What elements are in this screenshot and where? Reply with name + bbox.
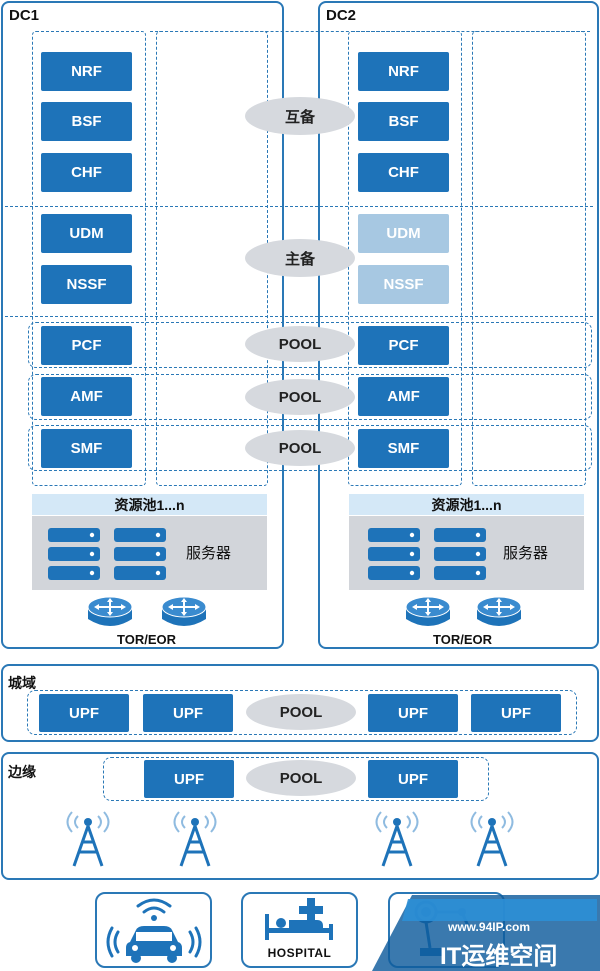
dc2-nrf: NRF — [358, 52, 449, 91]
dc2-nssf-standby: NSSF — [358, 265, 449, 304]
dc2-pcf: PCF — [358, 326, 449, 365]
antenna-icon-1 — [66, 811, 110, 867]
dc2-smf: SMF — [358, 429, 449, 468]
city-upf-2: UPF — [143, 694, 233, 732]
dc1-server-label: 服务器 — [186, 545, 232, 562]
mode-pcf-pool: POOL — [245, 326, 355, 362]
city-pool: POOL — [246, 694, 356, 730]
pcf-pool-band — [28, 322, 592, 368]
dc2-udm-standby: UDM — [358, 214, 449, 253]
edge-pool-band — [103, 757, 489, 801]
edge-title: 边缘 — [8, 764, 36, 780]
dc1-resource-pool: 资源池1...n — [32, 494, 267, 515]
dc2-server-label: 服务器 — [503, 545, 549, 562]
city-upf-1: UPF — [39, 694, 129, 732]
edge-upf-2: UPF — [368, 760, 458, 798]
hospital-bed-icon — [265, 898, 333, 940]
group-separator-2 — [5, 316, 593, 317]
dc1-vnf-column — [32, 31, 146, 486]
dc2-chf: CHF — [358, 153, 449, 192]
edge-pool: POOL — [246, 760, 356, 796]
city-upf-4: UPF — [471, 694, 561, 732]
dc2-router-icon — [405, 596, 451, 626]
dc1-router-label: TOR/EOR — [117, 632, 176, 647]
dc1-pcf: PCF — [41, 326, 132, 365]
hospital-label: HOSPITAL — [267, 946, 332, 960]
dc2-title: DC2 — [326, 7, 357, 24]
dc2-server-icon — [368, 528, 486, 580]
city-pool-band — [27, 690, 577, 735]
dc1-title: DC1 — [9, 7, 40, 24]
dc1-udm: UDM — [41, 214, 132, 253]
dc2-bsf: BSF — [358, 102, 449, 141]
mode-amf-pool: POOL — [245, 379, 355, 415]
watermark-url: www.94IP.com — [448, 920, 531, 934]
connected-car-icon — [106, 898, 202, 963]
dc1-smf: SMF — [41, 429, 132, 468]
dc1-amf: AMF — [41, 377, 132, 416]
dc1-bsf: BSF — [41, 102, 132, 141]
dc2-router-label: TOR/EOR — [433, 632, 492, 647]
dc1-nrf: NRF — [41, 52, 132, 91]
mode-smf-pool: POOL — [245, 430, 355, 466]
antenna-icon-2 — [173, 811, 217, 867]
watermark-badge-icon — [372, 895, 600, 971]
group-separator-1 — [5, 206, 593, 207]
antenna-icon-3 — [375, 811, 419, 867]
dc1-chf: CHF — [41, 153, 132, 192]
mode-mutual-backup: 互备 — [245, 97, 355, 135]
smf-pool-band — [28, 425, 592, 471]
dc2-spare-column — [472, 31, 586, 486]
antenna-icon-4 — [470, 811, 514, 867]
amf-pool-band — [28, 374, 592, 420]
dc1-router-icon-2 — [161, 596, 207, 626]
mode-active-standby: 主备 — [245, 239, 355, 277]
city-title: 城域 — [8, 675, 36, 691]
watermark-title: IT运维空间 — [440, 943, 558, 970]
dc1-router-icon — [87, 596, 133, 626]
dc1-nssf: NSSF — [41, 265, 132, 304]
dc2-amf: AMF — [358, 377, 449, 416]
dc1-server-icon — [48, 528, 166, 580]
dc2-router-icon-2 — [476, 596, 522, 626]
edge-upf-1: UPF — [144, 760, 234, 798]
city-upf-3: UPF — [368, 694, 458, 732]
dc2-resource-pool: 资源池1...n — [349, 494, 584, 515]
